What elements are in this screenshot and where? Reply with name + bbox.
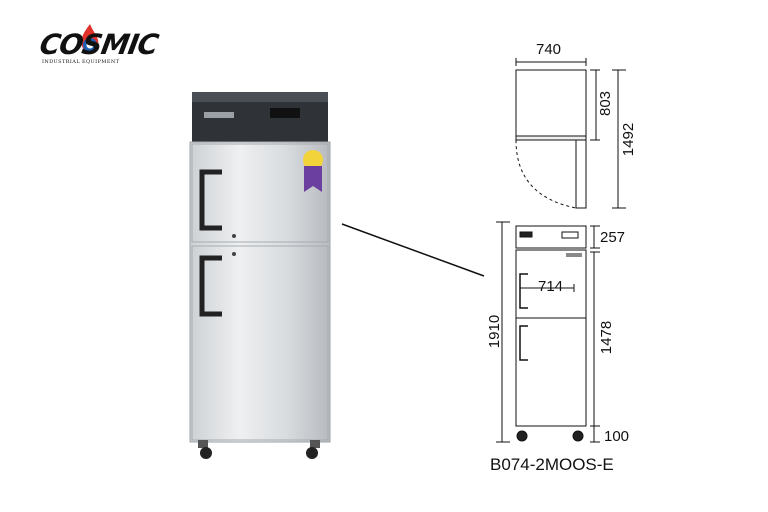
- door-edge: [575, 139, 587, 209]
- brand-plate: [204, 112, 234, 118]
- model-number: B074-2MOOS-E: [490, 455, 614, 474]
- dim-label-1492: 1492: [620, 122, 638, 157]
- dim-label-714: 714: [538, 278, 564, 295]
- lower-handle: [199, 255, 222, 317]
- dim-label-1478: 1478: [598, 320, 616, 355]
- front-body-box: [515, 249, 587, 427]
- door-swing-arc: [515, 139, 577, 209]
- dim-label-803: 803: [597, 90, 615, 117]
- dim-label-100: 100: [604, 428, 630, 445]
- front-header-box: [515, 225, 587, 249]
- upper-handle: [199, 169, 222, 231]
- caster-wheel: [306, 447, 318, 459]
- badge-icon: [303, 150, 323, 170]
- upper-handle-drawing: [519, 273, 528, 309]
- leader-line: [341, 223, 485, 277]
- caster-wheel: [200, 447, 212, 459]
- lower-door: [191, 245, 329, 441]
- logo-subtitle: INDUSTRIAL EQUIPMENT: [42, 59, 120, 65]
- dim-label-1910: 1910: [486, 314, 504, 349]
- dim-label-257: 257: [600, 229, 626, 246]
- flame-icon: [81, 24, 99, 52]
- refrigerator-image: [189, 92, 331, 459]
- brand-logo: COSMIC INDUSTRIAL EQUIPMENT: [37, 20, 160, 68]
- top-view-box: [515, 69, 587, 141]
- display-panel: [270, 108, 300, 118]
- dim-label-top-width: 740: [536, 41, 562, 58]
- lower-handle-drawing: [519, 325, 528, 361]
